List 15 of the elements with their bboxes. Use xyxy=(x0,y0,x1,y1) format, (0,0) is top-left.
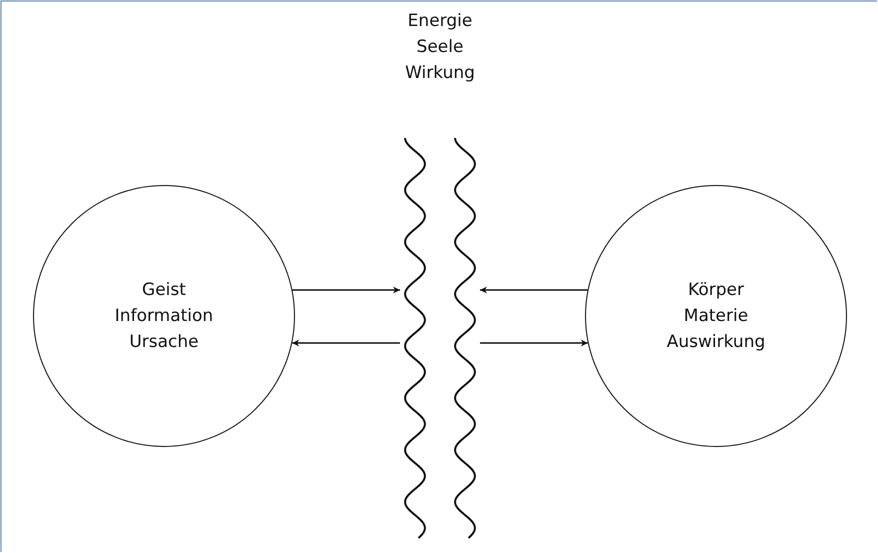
node-label: Körper xyxy=(688,279,744,302)
node-label: Geist xyxy=(142,279,186,302)
arrow xyxy=(292,340,400,346)
node-label: Energie xyxy=(408,10,472,33)
circle-node xyxy=(33,185,295,447)
node-label: Auswirkung xyxy=(666,331,766,354)
arrow xyxy=(480,340,588,346)
node-label: Information xyxy=(114,305,214,328)
arrow xyxy=(292,286,400,294)
node-label: Ursache xyxy=(129,331,199,354)
circle-node xyxy=(585,185,847,447)
arrow xyxy=(480,286,588,294)
node-label: Materie xyxy=(684,305,748,328)
node-label: Seele xyxy=(416,36,464,59)
node-label: Wirkung xyxy=(405,62,475,85)
